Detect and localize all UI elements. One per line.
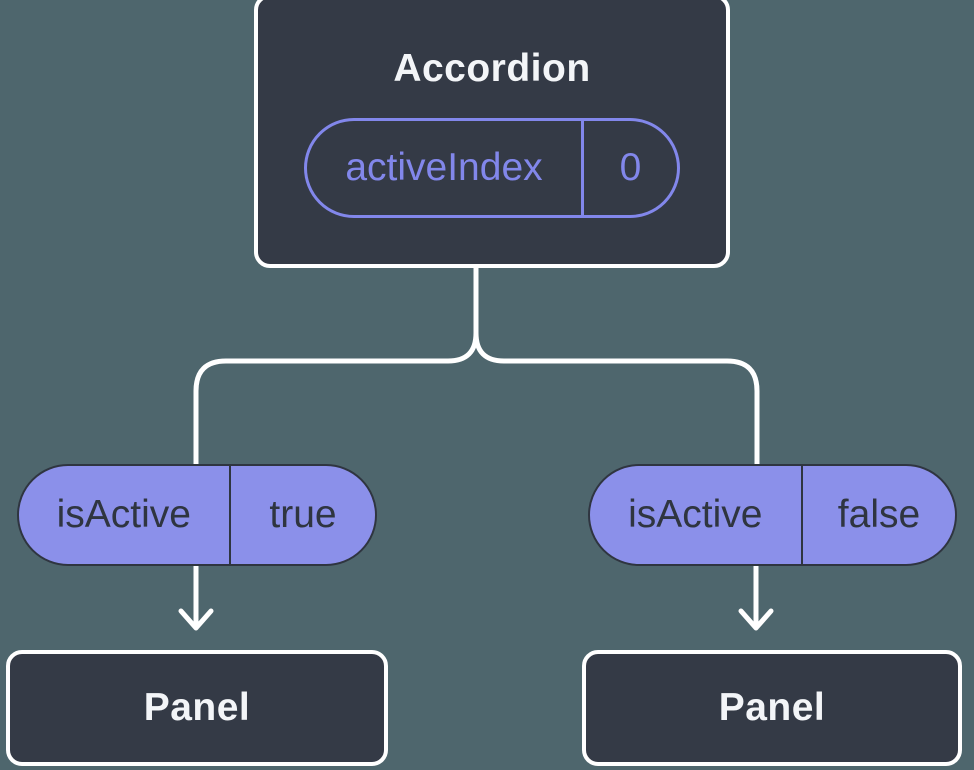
state-pill-divider [581,121,584,215]
branch-line-left [193,266,479,466]
state-value-label: 0 [619,146,642,189]
prop-value-label: false [837,493,921,536]
state-name-label: activeIndex [345,146,543,189]
prop-value-label: true [269,493,337,536]
panel-node-left: Panel [6,650,388,766]
prop-pill-divider [800,466,803,564]
prop-pill-left: isActive true [17,464,377,566]
prop-name-label: isActive [628,493,763,536]
state-pill: activeIndex 0 [304,118,680,218]
panel-node-title: Panel [718,686,826,729]
branch-line-right [473,332,760,466]
panel-node-right: Panel [582,650,962,766]
prop-pill-right: isActive false [588,464,957,566]
prop-name-label: isActive [56,493,191,536]
down-arrow-left-icon [178,608,214,631]
panel-node-title: Panel [143,686,251,729]
accordion-node: Accordion activeIndex 0 [254,0,730,268]
down-arrow-right-icon [738,608,774,631]
prop-pill-divider [228,466,231,564]
accordion-node-title: Accordion [393,47,591,90]
